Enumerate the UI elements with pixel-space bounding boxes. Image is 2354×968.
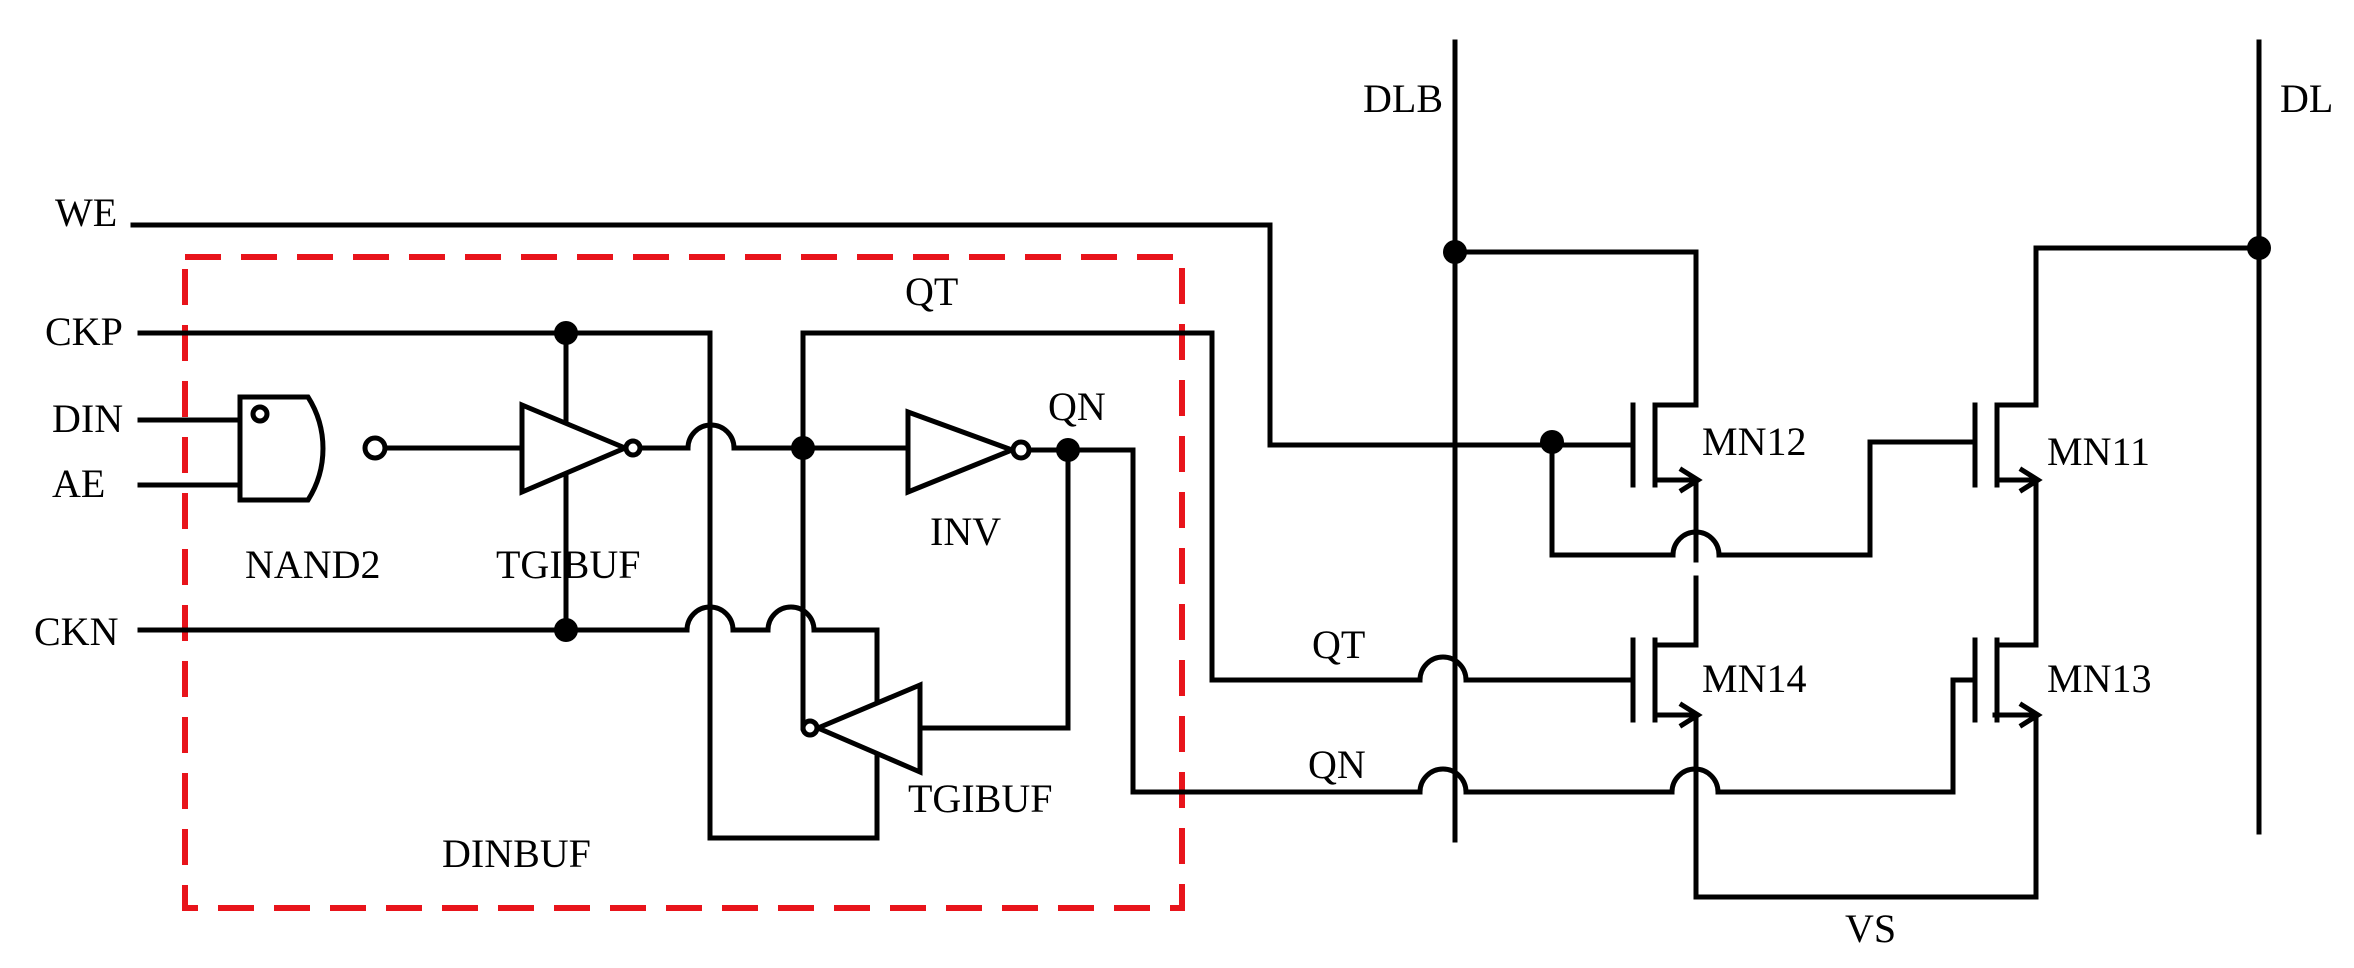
ckn-junction-dot	[554, 618, 578, 642]
inv-gate	[905, 408, 1032, 496]
mn12-label: MN12	[1702, 419, 1806, 464]
dl-to-mn11-wire	[1994, 245, 2262, 408]
mn14-transistor	[1630, 637, 2039, 900]
qn-wire	[1130, 447, 1978, 795]
bitlines	[1452, 39, 2262, 843]
mn11-label: MN11	[2047, 429, 2150, 474]
ckn-wire	[137, 604, 880, 633]
qn-junction-dot	[1056, 438, 1080, 462]
qn-bottom-label: QN	[1308, 742, 1366, 787]
mn13-label: MN13	[2047, 656, 2151, 701]
ckp-junction-dot	[554, 321, 578, 345]
ckp-label: CKP	[45, 309, 123, 354]
we-label: WE	[55, 190, 117, 235]
we-wire	[130, 222, 1636, 448]
dl-label: DL	[2280, 76, 2333, 121]
qn-feedback-wire	[917, 447, 1071, 731]
tgibuf2-buffer	[800, 681, 923, 776]
nand2-gate	[237, 394, 388, 503]
we-to-mn11-wire	[1549, 439, 1978, 558]
din-label: DIN	[52, 396, 123, 441]
qn-top-label: QN	[1048, 384, 1106, 429]
qt-top-label: QT	[905, 269, 958, 314]
qt-junction-dot	[791, 436, 815, 460]
dlb-junction-dot	[1443, 240, 1467, 264]
nand2-label: NAND2	[245, 542, 381, 587]
mn13-transistor	[1972, 637, 2043, 729]
inv-label: INV	[930, 509, 1001, 554]
ae-label: AE	[52, 461, 105, 506]
dlb-to-mn12-wire	[1452, 249, 1699, 408]
mn14-label: MN14	[1702, 656, 1806, 701]
ckn-label: CKN	[34, 609, 118, 654]
dlb-label: DLB	[1363, 76, 1443, 121]
tgibuf1-to-node-wire	[637, 422, 915, 451]
tgibuf1-label: TGIBUF	[496, 542, 640, 587]
tgibuf2-label: TGIBUF	[908, 776, 1052, 821]
mn12-transistor	[1630, 402, 1703, 563]
dl-junction-dot	[2247, 236, 2271, 260]
mn11-transistor	[1972, 402, 2043, 648]
vs-label: VS	[1845, 906, 1896, 951]
dinbuf-label: DINBUF	[442, 831, 591, 876]
qt-mid-label: QT	[1312, 622, 1365, 667]
tgibuf1-buffer	[519, 401, 643, 496]
dinbuf-block-outline	[182, 254, 1185, 911]
qt-node-wire	[800, 330, 1636, 731]
